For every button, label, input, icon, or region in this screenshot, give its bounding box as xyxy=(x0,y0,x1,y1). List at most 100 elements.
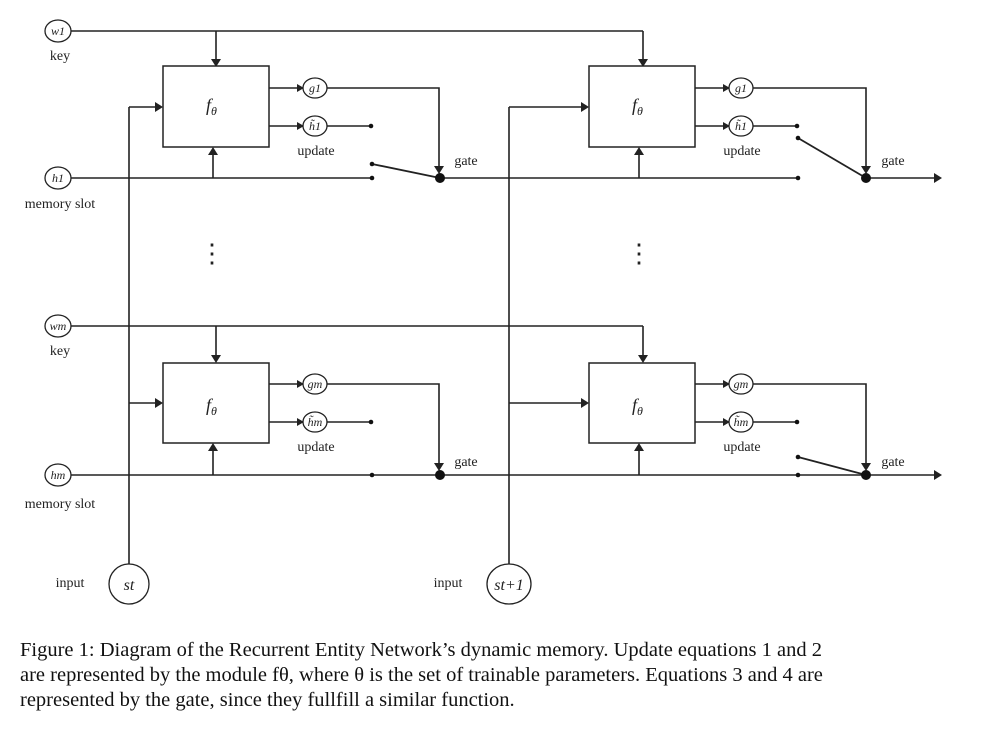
node-h1 xyxy=(44,166,72,190)
arrow-h1t-b1 xyxy=(297,122,304,130)
node-g1-b1-label: g1 xyxy=(309,81,321,95)
arrow-memory-hm-out xyxy=(934,470,942,480)
module-box-3 xyxy=(162,362,270,444)
arrow-gate-g1-b2 xyxy=(861,166,871,174)
node-st1 xyxy=(486,563,532,605)
gate-junction-hm-b4 xyxy=(861,470,871,480)
update-end-h1-b1 xyxy=(368,123,374,129)
switch-pivot-hm-b4 xyxy=(795,454,801,460)
node-hm-label: hm xyxy=(51,468,66,482)
vertical-dots-left: ⋮ xyxy=(199,239,225,268)
node-hm xyxy=(44,463,72,487)
figure-caption: Figure 1: Diagram of the Recurrent Entit… xyxy=(20,638,966,713)
arrow-memory-hm-block3 xyxy=(208,443,218,451)
node-g1-b2-label: g1 xyxy=(735,81,747,95)
arrow-key-w1-block1 xyxy=(211,59,221,67)
node-w1 xyxy=(44,19,72,43)
gate-label-b1: gate xyxy=(454,154,477,169)
arrow-input-st-block1 xyxy=(155,102,163,112)
arrow-g1-b1 xyxy=(297,84,304,92)
input-label-2: input xyxy=(434,576,463,591)
gate-label-b3: gate xyxy=(454,455,477,470)
gate-signal-gm-b3 xyxy=(327,383,440,465)
switch-contact-hm-b xyxy=(795,472,801,478)
module-box-2 xyxy=(588,65,696,148)
update-label-b3: update xyxy=(297,440,334,455)
gate-signal-g1-b1 xyxy=(327,87,440,168)
module-box-1 xyxy=(162,65,270,148)
update-label-b4: update xyxy=(723,440,760,455)
switch-blade-h1-b2 xyxy=(797,137,867,179)
arrow-key-wm-block3 xyxy=(211,355,221,363)
gate-label-b2: gate xyxy=(881,154,904,169)
switch-pivot-h1-b2 xyxy=(795,135,801,141)
arrow-gate-gm-b3 xyxy=(434,463,444,471)
node-h1-label: h1 xyxy=(52,171,64,185)
update-label-b1: update xyxy=(297,144,334,159)
key-label-2: key xyxy=(50,344,70,359)
node-hmt-b4-label: h̃m xyxy=(734,415,749,429)
arrow-gate-g1-b1 xyxy=(434,166,444,174)
node-hmt-b3 xyxy=(302,411,328,433)
switch-blade-hm-b4 xyxy=(797,456,867,476)
gate-junction-hm-b3 xyxy=(435,470,445,480)
arrow-gm-b4 xyxy=(723,380,730,388)
node-gm-b3 xyxy=(302,373,328,395)
module-label-1: fθ xyxy=(206,95,217,118)
arrow-key-w1-block2 xyxy=(638,59,648,67)
update-end-hm-b3 xyxy=(368,419,374,425)
node-gm-b3-label: gm xyxy=(308,377,323,391)
arrow-input-st1-block2 xyxy=(581,102,589,112)
arrow-memory-hm-block4 xyxy=(634,443,644,451)
arrow-gm-b3 xyxy=(297,380,304,388)
arrow-h1t-b2 xyxy=(723,122,730,130)
node-w1-label: w1 xyxy=(51,24,65,38)
module-label-4: fθ xyxy=(632,395,643,418)
node-gm-b4 xyxy=(728,373,754,395)
node-h1t-b1-label: h̃1 xyxy=(309,119,321,133)
node-st-label: st xyxy=(124,577,135,594)
node-h1t-b2-label: h̃1 xyxy=(735,119,747,133)
arrow-hmt-b4 xyxy=(723,418,730,426)
switch-contact-h1-a xyxy=(369,175,375,181)
switch-contact-h1-b xyxy=(795,175,801,181)
node-hmt-b4 xyxy=(728,411,754,433)
node-gm-b4-label: gm xyxy=(734,377,749,391)
caption-line-3: represented by the gate, since they full… xyxy=(20,689,515,711)
gate-label-b4: gate xyxy=(881,455,904,470)
arrow-memory-h1-block2 xyxy=(634,147,644,155)
arrow-hmt-b3 xyxy=(297,418,304,426)
gate-signal-gm-b4 xyxy=(753,383,867,465)
update-end-h1-b2 xyxy=(794,123,800,129)
switch-contact-hm-a xyxy=(369,472,375,478)
switch-blade-h1-b1 xyxy=(371,163,441,179)
update-end-hm-b4 xyxy=(794,419,800,425)
arrow-g1-b2 xyxy=(723,84,730,92)
node-st xyxy=(108,563,150,605)
arrow-memory-h1-out xyxy=(934,173,942,183)
node-h1t-b2 xyxy=(728,115,754,137)
arrow-key-wm-block4 xyxy=(638,355,648,363)
memory-slot-label-2: memory slot xyxy=(25,497,95,512)
memory-slot-label-1: memory slot xyxy=(25,197,95,212)
update-label-b2: update xyxy=(723,144,760,159)
caption-line-1: Figure 1: Diagram of the Recurrent Entit… xyxy=(20,639,822,661)
arrow-memory-h1-block1 xyxy=(208,147,218,155)
arrow-input-st-block3 xyxy=(155,398,163,408)
arrow-input-st1-block4 xyxy=(581,398,589,408)
module-label-2: fθ xyxy=(632,95,643,118)
gate-junction-h1-b1 xyxy=(435,173,445,183)
node-st1-label: st+1 xyxy=(494,577,523,594)
caption-line-2: are represented by the module fθ, where … xyxy=(20,664,823,686)
node-wm-label: wm xyxy=(50,319,67,333)
gate-junction-h1-b2 xyxy=(861,173,871,183)
node-g1-b1 xyxy=(302,77,328,99)
vertical-dots-right: ⋮ xyxy=(626,239,652,268)
switch-pivot-h1-top xyxy=(369,161,375,167)
node-hmt-b3-label: h̃m xyxy=(308,415,323,429)
entity-network-diagram: fθ fθ fθ fθ g1 h̃1 g1 xyxy=(25,19,942,605)
node-h1t-b1 xyxy=(302,115,328,137)
module-box-4 xyxy=(588,362,696,444)
node-g1-b2 xyxy=(728,77,754,99)
key-label-1: key xyxy=(50,49,70,64)
